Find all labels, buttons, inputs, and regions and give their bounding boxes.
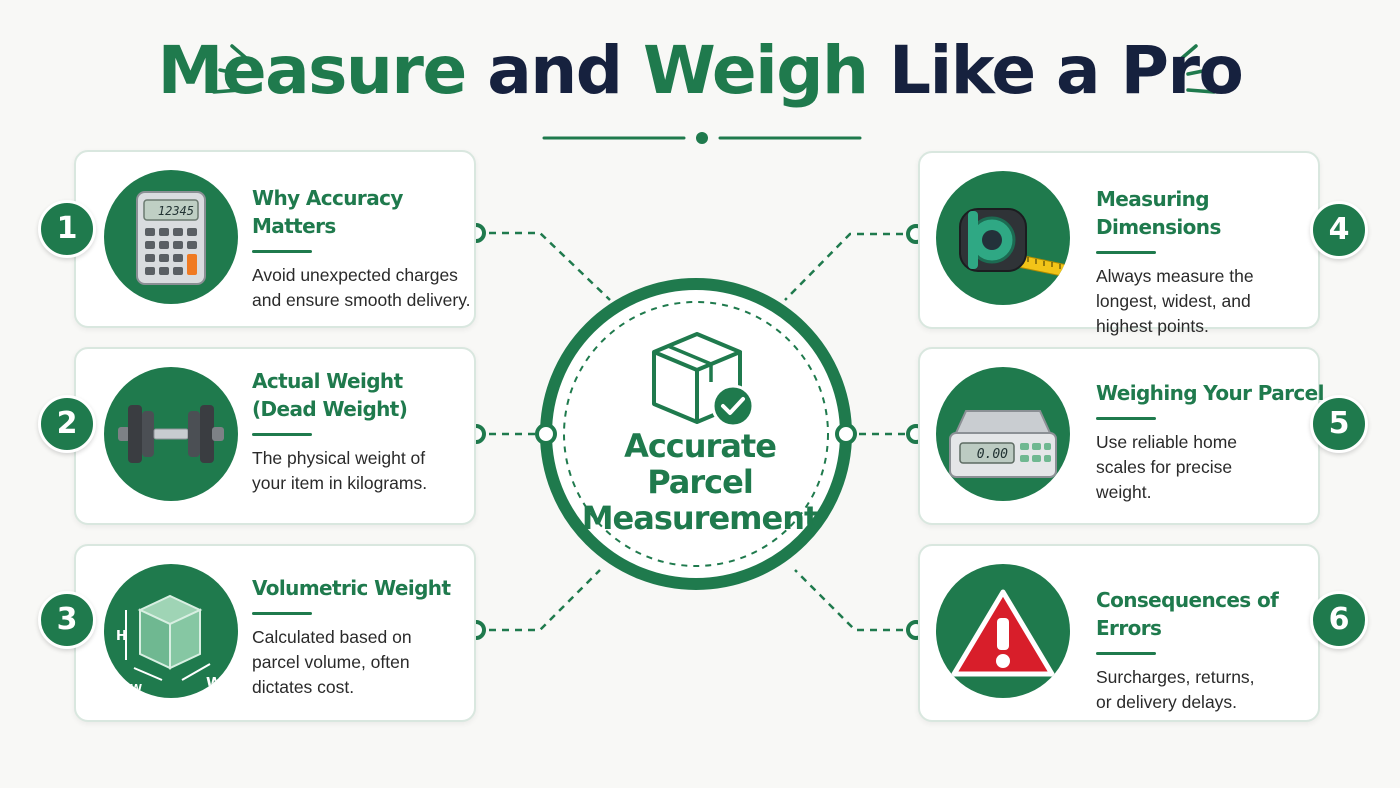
- card-4-text: Measuring Dimensions Always measure the …: [1096, 185, 1326, 339]
- card-2-divider: [252, 433, 312, 436]
- center-line-3: Measurement: [581, 499, 820, 537]
- card-3-desc-line-3: dictates cost.: [252, 677, 355, 697]
- card-4-title: Measuring Dimensions: [1096, 187, 1221, 239]
- card-6-text: Consequences of Errors Surcharges, retur…: [1096, 586, 1326, 715]
- card-5-desc-line-2: scales for precise: [1096, 457, 1233, 477]
- step-badge-1: 1: [38, 200, 96, 258]
- card-1-divider: [252, 250, 312, 253]
- dim-label-w-right: W: [206, 674, 223, 692]
- card-5-desc-line-1: Use reliable home: [1096, 432, 1238, 452]
- card-volumetric-weight: H W W Volumetric Weight Calculated based…: [74, 544, 476, 722]
- card-3-divider: [252, 612, 312, 615]
- kitchen-scale-icon: 0.00: [936, 367, 1070, 501]
- card-6-divider: [1096, 652, 1156, 655]
- card-3-desc-line-1: Calculated based on: [252, 627, 412, 647]
- card-5-divider: [1096, 417, 1156, 420]
- connectors: [476, 231, 916, 632]
- title-sparks-right: [1180, 44, 1216, 94]
- title-like-a-pro: Like a Pro: [889, 32, 1244, 109]
- title-sparks-left: [212, 44, 248, 94]
- card-1-desc-line-2: and ensure smooth delivery.: [252, 290, 471, 310]
- card-2-title: Actual Weight: [252, 369, 403, 393]
- card-2-text: Actual Weight (Dead Weight) The physical…: [252, 367, 482, 496]
- title-divider: [542, 132, 862, 144]
- card-3-text: Volumetric Weight Calculated based on pa…: [252, 574, 482, 700]
- card-4-desc-line-2: longest, widest, and: [1096, 291, 1251, 311]
- card-4-divider: [1096, 251, 1156, 254]
- center-label: Accurate Parcel Measurement: [580, 428, 820, 536]
- calculator-display-text: 12345: [158, 204, 194, 218]
- warning-icon: [936, 564, 1070, 698]
- cube-dimensions-icon: H W W: [104, 564, 238, 698]
- calculator-icon: 12345: [104, 170, 238, 304]
- page-title: Measure and Weigh Like a Pro: [0, 38, 1400, 104]
- card-1-desc-line-1: Avoid unexpected charges: [252, 265, 458, 285]
- card-measuring-dimensions: Measuring Dimensions Always measure the …: [918, 151, 1320, 336]
- dim-label-h: H: [116, 629, 127, 644]
- card-why-accuracy-matters: 12345 Why Accuracy Matters Avoid unexpec…: [74, 150, 476, 328]
- step-badge-3: 3: [38, 591, 96, 649]
- tape-measure-icon: [936, 171, 1070, 305]
- dim-label-w-left: W: [130, 682, 142, 695]
- card-actual-weight: Actual Weight (Dead Weight) The physical…: [74, 347, 476, 525]
- card-3-desc-line-2: parcel volume, often: [252, 652, 410, 672]
- card-5-desc-line-3: weight.: [1096, 482, 1152, 502]
- title-weigh: Weigh: [642, 32, 869, 109]
- center-line-2: Parcel: [647, 463, 754, 501]
- step-badge-4: 4: [1310, 201, 1368, 259]
- title-and: and: [487, 32, 623, 109]
- card-2-title-line-2: (Dead Weight): [252, 397, 408, 421]
- card-5-text: Weighing Your Parcel Use reliable home s…: [1096, 379, 1326, 505]
- card-consequences-of-errors: Consequences of Errors Surcharges, retur…: [918, 544, 1320, 722]
- dumbbell-icon: [104, 367, 238, 501]
- card-3-title: Volumetric Weight: [252, 576, 451, 600]
- step-badge-6: 6: [1310, 591, 1368, 649]
- card-6-desc-line-2: or delivery delays.: [1096, 692, 1238, 712]
- card-1-text: Why Accuracy Matters Avoid unexpected ch…: [252, 184, 482, 313]
- title-measure: Measure: [157, 32, 468, 109]
- scale-display-text: 0.00: [977, 447, 1008, 462]
- card-4-desc-line-1: Always measure the: [1096, 266, 1254, 286]
- card-6-desc-line-1: Surcharges, returns,: [1096, 667, 1255, 687]
- card-weighing-your-parcel: 0.00 Weighing Your Parcel Use reliable h…: [918, 347, 1325, 525]
- card-2-desc-line-1: The physical weight of: [252, 448, 426, 468]
- step-badge-2: 2: [38, 395, 96, 453]
- card-6-title: Consequences of Errors: [1096, 588, 1279, 640]
- card-1-title: Why Accuracy Matters: [252, 186, 403, 238]
- step-badge-5: 5: [1310, 395, 1368, 453]
- card-5-title: Weighing Your Parcel: [1096, 381, 1325, 405]
- center-line-1: Accurate: [624, 427, 777, 465]
- card-2-desc-line-2: your item in kilograms.: [252, 473, 428, 493]
- card-4-desc-line-3: highest points.: [1096, 316, 1209, 336]
- center-hub: [535, 278, 857, 590]
